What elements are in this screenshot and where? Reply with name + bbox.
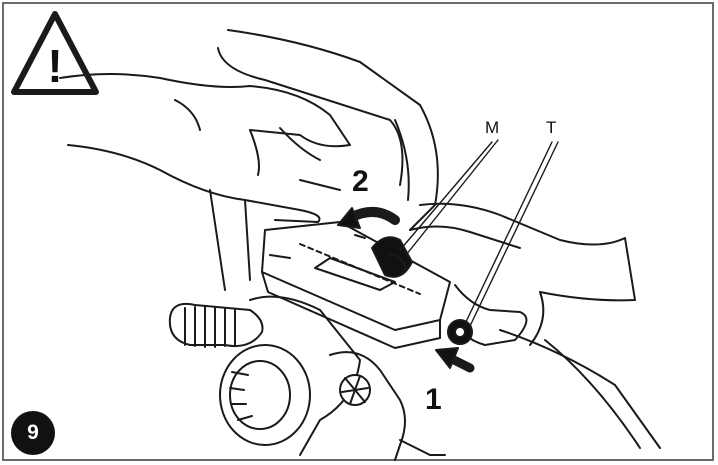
figure-number-badge: 9	[11, 411, 55, 455]
safety-knob	[447, 319, 473, 345]
warning-exclamation: !	[47, 40, 62, 92]
arrow-push-icon	[435, 347, 475, 373]
callout-label-t: T	[546, 118, 557, 137]
callout-leaders	[399, 139, 559, 327]
right-hand	[409, 202, 661, 449]
warning-triangle-icon: !	[11, 11, 99, 95]
monitor-outline	[209, 29, 439, 291]
left-hand	[59, 73, 351, 223]
step-number-2: 2	[352, 165, 369, 198]
callout-label-m: M	[485, 118, 500, 137]
arrow-slide-icon	[337, 207, 400, 229]
pan-handle	[168, 302, 264, 348]
fluid-head-body	[219, 295, 446, 461]
quick-release-plate	[261, 221, 451, 349]
step-number-1: 1	[425, 383, 442, 416]
